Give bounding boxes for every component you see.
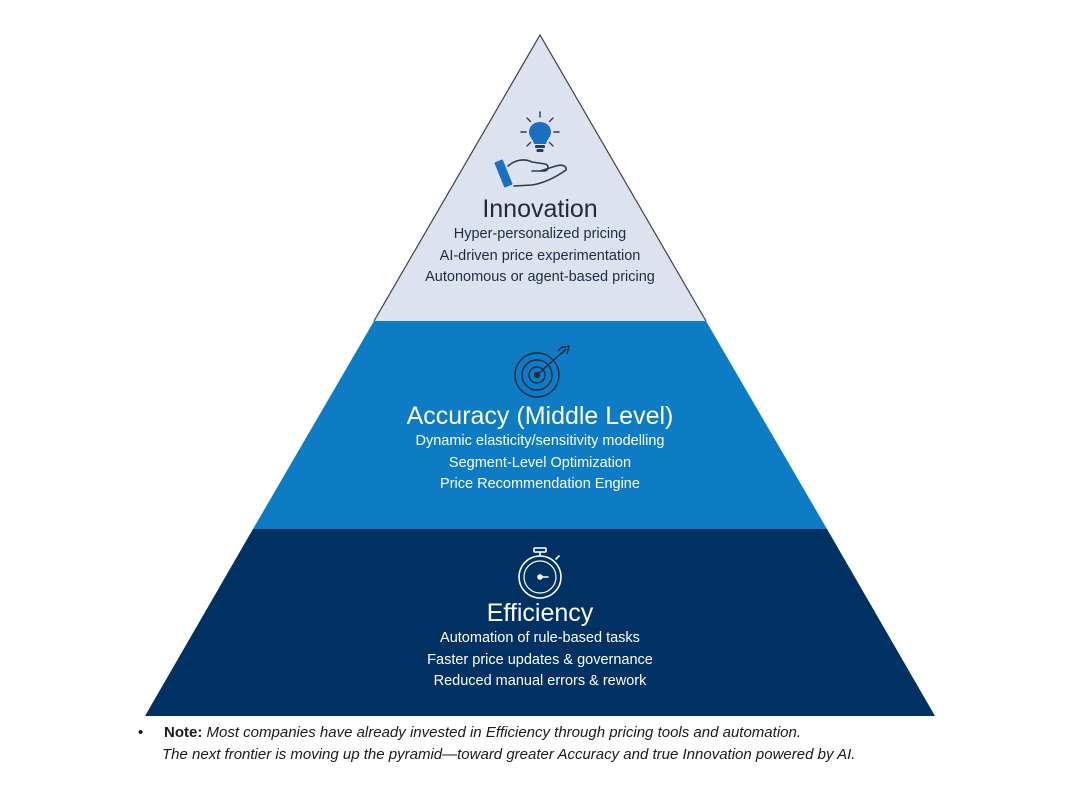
tier-efficiency-title: Efficiency (486, 599, 594, 627)
tier-innovation-line: Hyper-personalized pricing (453, 226, 627, 242)
tier-accuracy-shape (253, 321, 827, 529)
footnote-label: Note: (164, 724, 203, 741)
tier-innovation-line: AI-driven price experimentation (439, 247, 641, 264)
tier-efficiency-line: Faster price updates & governance (427, 651, 653, 668)
tier-accuracy-title: Accuracy (Middle Level) (406, 402, 674, 430)
stopwatch-icon (518, 547, 562, 599)
tier-efficiency: Efficiency Automation of rule-based task… (0, 598, 1080, 693)
pyramid-outline (373, 33, 707, 322)
tier-accuracy-line: Segment-Level Optimization (448, 454, 632, 471)
target-arrow-icon (514, 345, 570, 398)
footnote-line-2: The next frontier is moving up the pyram… (162, 746, 856, 763)
footnote: • Note: Most companies have already inve… (138, 722, 1038, 766)
tier-accuracy-line: Price Recommendation Engine (440, 476, 640, 492)
footnote-text-1: Most companies have already invested in … (206, 724, 802, 741)
tier-innovation-shape (374, 35, 706, 321)
tier-innovation: Innovation Hyper-personalized pricing AI… (0, 194, 1080, 289)
tier-efficiency-shape (145, 529, 935, 716)
tier-accuracy-line: Dynamic elasticity/sensitivity modelling (415, 433, 665, 449)
tier-efficiency-line: Automation of rule-based tasks (440, 630, 640, 646)
footnote-line-1: Note: Most companies have already invest… (138, 722, 1038, 744)
tier-innovation-title: Innovation (482, 195, 598, 223)
bullet-marker: • (138, 724, 144, 741)
tier-accuracy: Accuracy (Middle Level) Dynamic elastici… (0, 401, 1080, 496)
lightbulb-hand-icon (494, 111, 567, 188)
tier-efficiency-line: Reduced manual errors & rework (433, 673, 647, 689)
tier-innovation-line: Autonomous or agent-based pricing (425, 269, 655, 285)
